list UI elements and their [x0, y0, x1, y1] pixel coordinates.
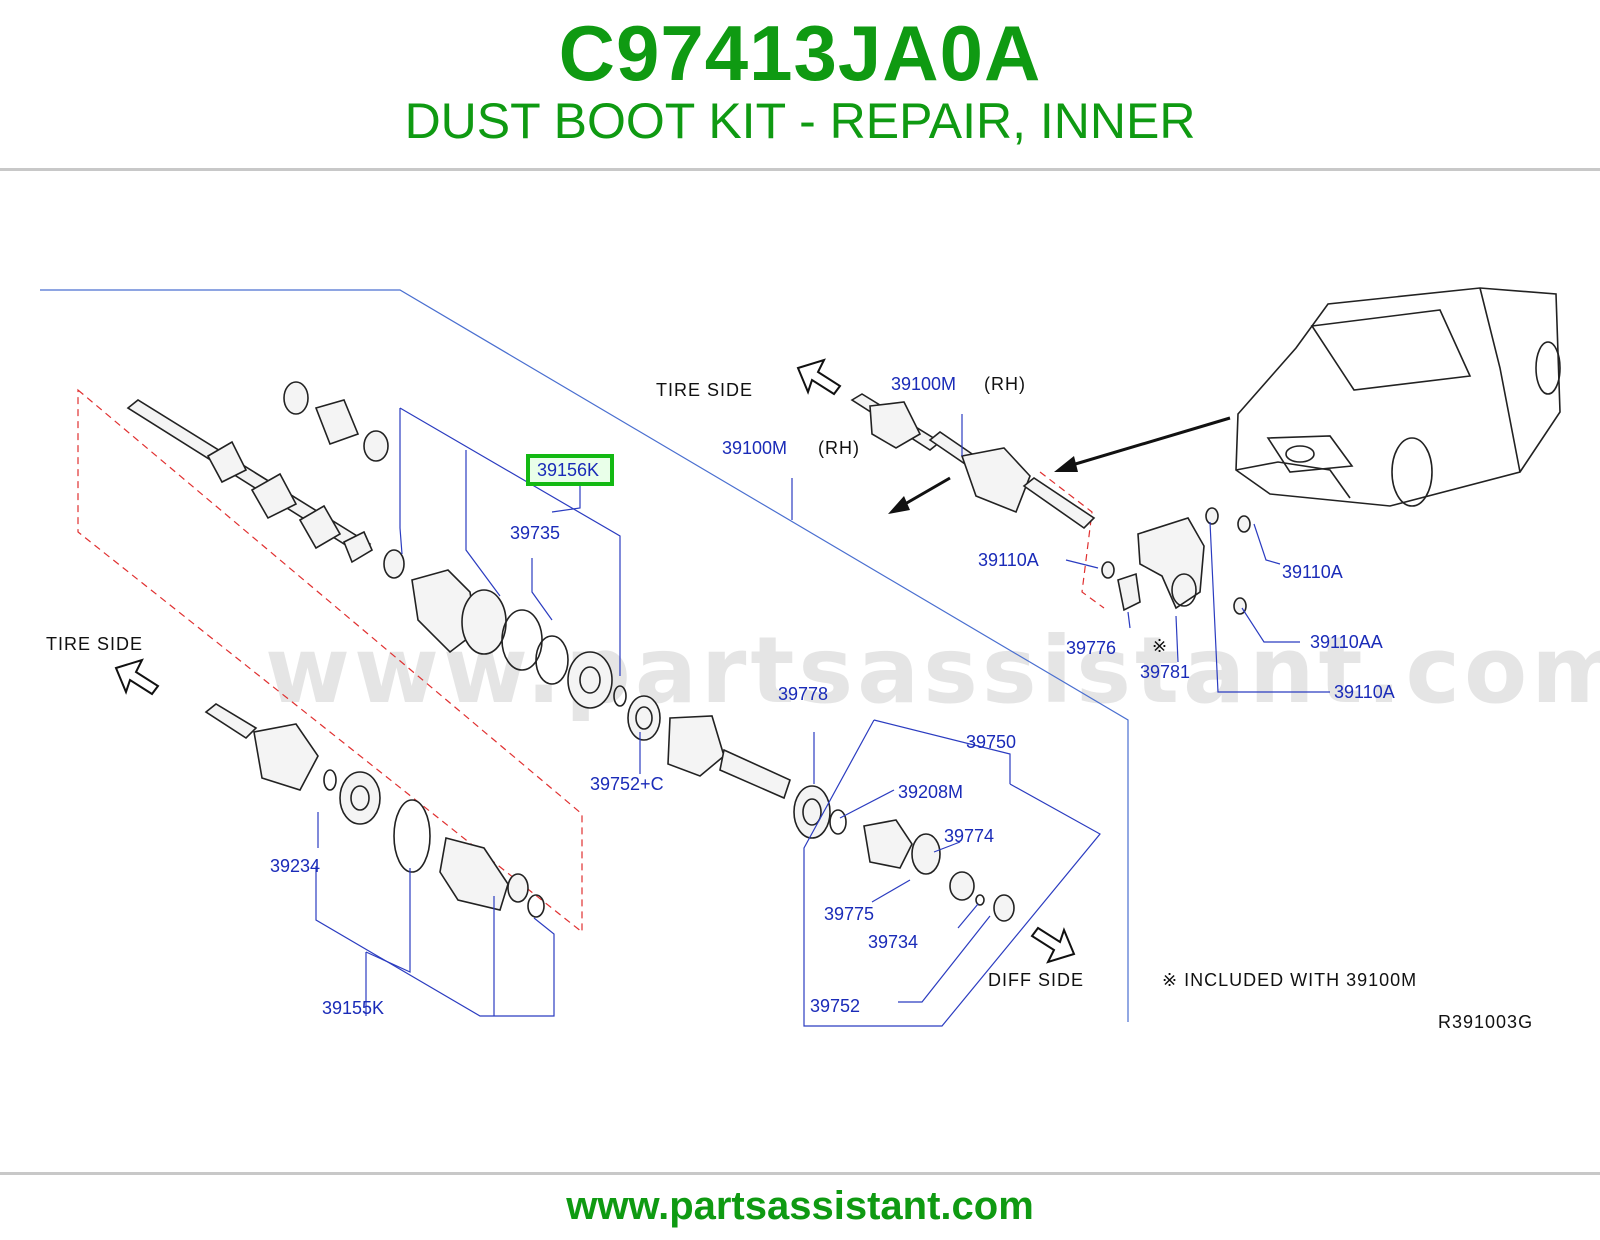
- tire-side-arrow-icon: [114, 658, 160, 696]
- tire-side-note: TIRE SIDE: [656, 380, 753, 400]
- callout-39100M[interactable]: 39100M: [891, 374, 956, 394]
- included-with-note: ※ INCLUDED WITH 39100M: [1162, 970, 1417, 990]
- callout-39781[interactable]: 39781: [1140, 662, 1190, 682]
- callout-39734[interactable]: 39734: [868, 932, 918, 952]
- small-boot-set: [283, 381, 389, 462]
- header-divider: [0, 168, 1600, 171]
- callout-39752[interactable]: 39752: [810, 996, 860, 1016]
- callout-39110A[interactable]: 39110A: [978, 550, 1039, 570]
- callout-39752-c[interactable]: 39752+C: [590, 774, 664, 794]
- drawing-code: R391003G: [1438, 1012, 1533, 1032]
- bracket-dashed-line: [1039, 471, 1105, 609]
- callout-39208M[interactable]: 39208M: [898, 782, 963, 802]
- callout-39774[interactable]: 39774: [944, 826, 994, 846]
- callout-39234[interactable]: 39234: [270, 856, 320, 876]
- direction-arrows: [114, 358, 1231, 964]
- axle-assembly-rh: [850, 393, 1096, 530]
- callout-39778[interactable]: 39778: [778, 684, 828, 704]
- callout-39750[interactable]: 39750: [966, 732, 1016, 752]
- header: C97413JA0A DUST BOOT KIT - REPAIR, INNER: [0, 0, 1600, 170]
- callout-39110A[interactable]: 39110A: [1282, 562, 1343, 582]
- callout-39110AA[interactable]: 39110AA: [1310, 632, 1383, 652]
- tire-side-arrow-icon: [796, 358, 842, 396]
- callout-39156K[interactable]: 39156K: [537, 460, 599, 480]
- footer-divider: [0, 1172, 1600, 1175]
- callout-39110A[interactable]: 39110A: [1334, 682, 1395, 702]
- callout-39735[interactable]: 39735: [510, 523, 560, 543]
- support-bracket: [1101, 507, 1251, 615]
- diff-side-arrow-icon: [1030, 926, 1076, 964]
- reference-mark: ※: [1152, 636, 1168, 656]
- diff-side-note: DIFF SIDE: [988, 970, 1084, 990]
- diagram-canvas: www.partsassistant.com: [40, 287, 1600, 1032]
- tire-side-note: TIRE SIDE: [46, 634, 143, 654]
- part-number-title: C97413JA0A: [558, 9, 1042, 97]
- inner-boot-assembly: [383, 549, 831, 839]
- diff-side-parts: [829, 809, 1015, 922]
- footer-url-link[interactable]: www.partsassistant.com: [566, 1184, 1034, 1228]
- exploded-parts-diagram: www.partsassistant.com: [0, 172, 1600, 1168]
- callout-39776[interactable]: 39776: [1066, 638, 1116, 658]
- leader-lines: [315, 407, 1330, 1027]
- shaft-dashed-boundary: [77, 388, 583, 934]
- frame-line: [40, 289, 1129, 1022]
- callout-39100M[interactable]: 39100M: [722, 438, 787, 458]
- rh-note: (RH): [818, 438, 860, 458]
- rh-note: (RH): [984, 374, 1026, 394]
- part-description: DUST BOOT KIT - REPAIR, INNER: [404, 93, 1196, 149]
- callout-39775[interactable]: 39775: [824, 904, 874, 924]
- drive-shaft: [126, 399, 374, 564]
- vehicle-illustration: [1235, 287, 1561, 507]
- highlight-box: [526, 454, 614, 486]
- callout-39155K[interactable]: 39155K: [322, 998, 384, 1018]
- outer-joint-assembly: [204, 703, 545, 918]
